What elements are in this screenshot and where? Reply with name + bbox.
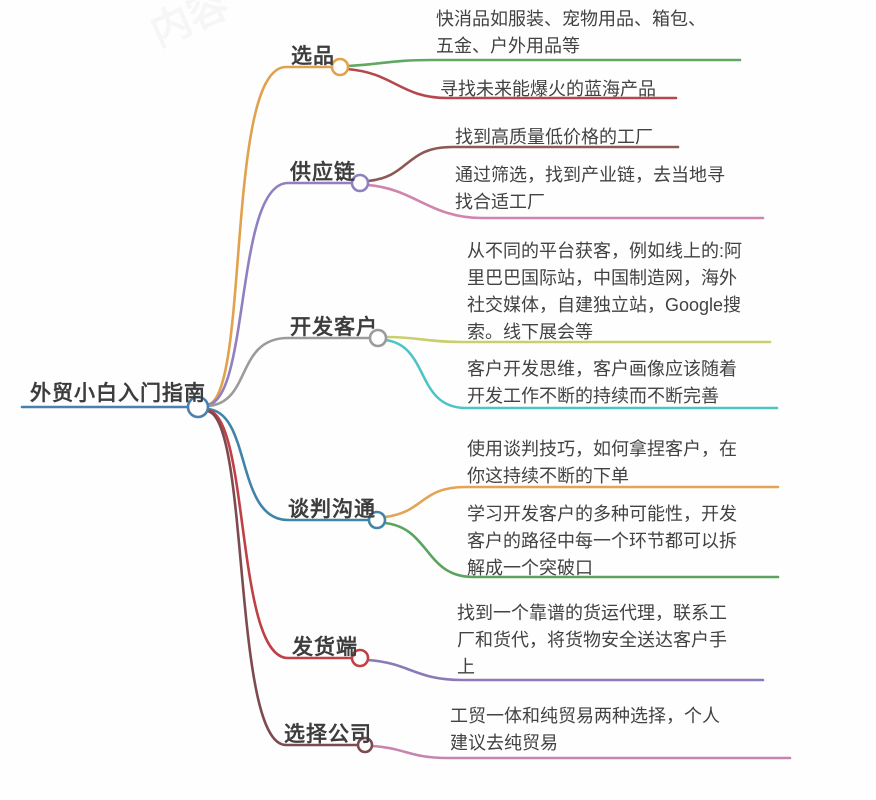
branch-topic-company-choice[interactable]: 选择公司 xyxy=(284,723,372,746)
branch-topic-customer-development[interactable]: 开发客户 xyxy=(290,316,378,339)
branch-topic-product-selection[interactable]: 选品 xyxy=(291,45,335,68)
node-circle-supply-chain[interactable] xyxy=(350,173,370,193)
leaf-topic-negotiation-1[interactable]: 使用谈判技巧，如何拿捏客户，在 你这持续不断的下单 xyxy=(467,439,737,486)
leaf-topic-negotiation-2[interactable]: 学习开发客户的多种可能性，开发 客户的路径中每一个环节都可以拆 解成一个突破口 xyxy=(467,504,737,578)
root-topic[interactable]: 外贸小白入门指南 xyxy=(30,382,206,405)
node-circle-company-choice[interactable] xyxy=(356,736,374,754)
leaf-topic-company-choice-1[interactable]: 工贸一体和纯贸易两种选择，个人 建议去纯贸易 xyxy=(450,706,720,753)
branch-topic-shipping[interactable]: 发货端 xyxy=(292,636,358,659)
node-circle-product-selection[interactable] xyxy=(330,57,350,77)
edge-root-to-customer-development xyxy=(205,336,372,408)
edge-product-selection-leaf-2 xyxy=(345,67,678,100)
leaf-topic-customer-development-1[interactable]: 从不同的平台获客，例如线上的:阿 里巴巴国际站，中国制造网，海外 社交媒体，自建… xyxy=(467,241,742,342)
edge-shipping-leaf-1 xyxy=(366,658,765,682)
edge-root-to-shipping xyxy=(205,408,354,660)
root-node-circle[interactable] xyxy=(186,395,210,419)
branch-topic-supply-chain[interactable]: 供应链 xyxy=(290,161,356,184)
leaf-topic-product-selection-2[interactable]: 寻找未来能爆火的蓝海产品 xyxy=(440,79,656,99)
edge-product-selection-leaf-1 xyxy=(346,58,742,68)
leaf-topic-product-selection-1[interactable]: 快消品如服装、宠物用品、箱包、 五金、户外用品等 xyxy=(436,9,706,56)
edge-negotiation-leaf-2 xyxy=(383,521,780,579)
edge-supply-chain-leaf-2 xyxy=(366,183,765,220)
edge-customer-development-leaf-1 xyxy=(384,335,772,344)
node-circle-negotiation[interactable] xyxy=(367,510,387,530)
edge-negotiation-leaf-1 xyxy=(383,485,780,519)
edge-supply-chain-leaf-1 xyxy=(366,145,680,183)
edge-root-to-negotiation xyxy=(205,407,371,522)
edge-customer-development-leaf-2 xyxy=(383,338,779,410)
branch-topic-negotiation[interactable]: 谈判沟通 xyxy=(288,498,376,521)
edge-company-choice-leaf-1 xyxy=(370,744,792,760)
edge-root-to-company-choice xyxy=(205,409,360,747)
node-circle-shipping[interactable] xyxy=(350,648,370,668)
leaf-topic-shipping-1[interactable]: 找到一个靠谱的货运代理，联系工 厂和货代，将货物安全送达客户手 上 xyxy=(457,603,727,677)
leaf-topic-customer-development-2[interactable]: 客户开发思维，客户画像应该随着 开发工作不断的持续而不断完善 xyxy=(467,359,737,406)
edge-root-to-product-selection xyxy=(205,65,334,407)
node-circle-customer-development[interactable] xyxy=(368,328,388,348)
edge-root-to-supply-chain xyxy=(205,181,354,407)
leaf-topic-supply-chain-2[interactable]: 通过筛选，找到产业链，去当地寻 找合适工厂 xyxy=(455,165,725,212)
leaf-topic-supply-chain-1[interactable]: 找到高质量低价格的工厂 xyxy=(455,127,653,147)
